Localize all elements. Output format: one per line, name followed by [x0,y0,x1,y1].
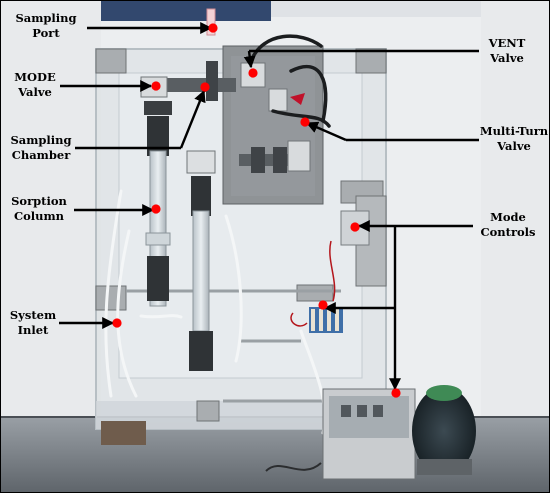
marker-mode-controls [350,222,360,232]
label-line: Column [13,209,65,223]
base-foot-left [101,421,146,445]
marker-mode-valve [151,81,161,91]
variac [412,385,476,475]
valve-bodies [140,62,311,172]
marker-enclosure [391,388,401,398]
label-line: Sorption [11,194,67,208]
red-markers [112,23,401,398]
column-right [186,150,216,371]
label-line: Valve [497,139,531,153]
red-wires [290,240,336,327]
label-sampling-chamber: Sampling Chamber [5,133,77,163]
black-tubing [249,34,331,128]
marker-multi-turn-valve [300,117,310,127]
marker-sampling-chamber [200,82,210,92]
label-line: Sampling [15,11,77,25]
leader-lines [59,22,479,391]
marker-sampling-port [208,23,218,33]
label-line: MODE [14,70,56,84]
label-sampling-port: Sampling Port [6,11,86,41]
label-line: Sampling [10,133,72,147]
label-line: Chamber [11,148,71,162]
label-line: Controls [480,225,536,239]
label-system-inlet: System Inlet [6,308,60,338]
label-mode-valve: MODE Valve [8,70,62,100]
window-strip [101,1,271,21]
label-line: Valve [18,85,52,99]
label-line: Valve [490,51,524,65]
sorption-column-left [144,101,172,307]
corner-brackets [95,48,387,422]
control-enclosure [322,388,416,480]
multi-turn-handle [290,93,305,105]
wall-strip-right [271,1,481,17]
marker-vent-valve [248,68,258,78]
label-line: Port [32,26,60,40]
terminal-block [309,307,343,333]
marker-terminal-block [318,300,328,310]
label-mode-controls: Mode Controls [474,210,542,240]
label-line: VENT [488,36,526,50]
label-line: Inlet [17,323,49,337]
label-line: Mode [490,210,526,224]
label-line: Multi-Turn [479,124,549,138]
label-vent-valve: VENT Valve [479,36,535,66]
marker-system-inlet [112,318,122,328]
label-sorption-column: Sorption Column [5,194,73,224]
label-line: System [9,308,57,322]
power-cord [265,462,322,472]
label-multi-turn-valve: Multi-Turn Valve [479,124,549,154]
marker-sorption-column [151,204,161,214]
